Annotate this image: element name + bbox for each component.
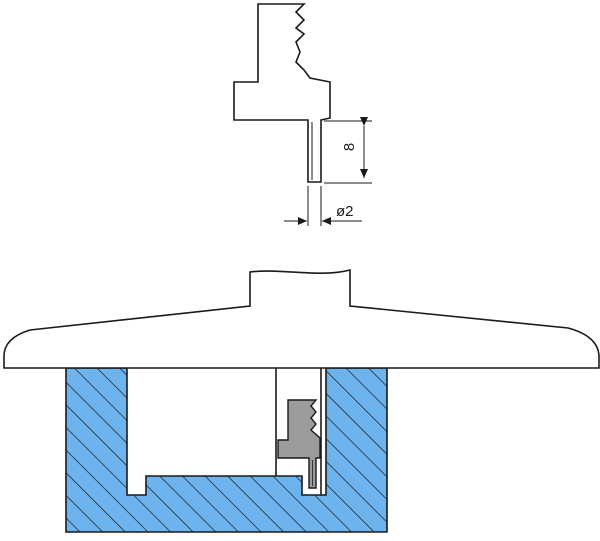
cover-plate — [3, 268, 600, 369]
pin-detail — [233, 3, 331, 183]
diameter-label: ø2 — [336, 203, 354, 220]
diameter-dimension — [284, 186, 362, 226]
base-block-section — [65, 367, 388, 533]
slot-walls — [275, 368, 322, 495]
inserted-pin — [277, 399, 321, 489]
pin-head-outline — [233, 3, 331, 183]
length-dimension — [324, 117, 372, 184]
length-label: 8 — [341, 143, 358, 151]
